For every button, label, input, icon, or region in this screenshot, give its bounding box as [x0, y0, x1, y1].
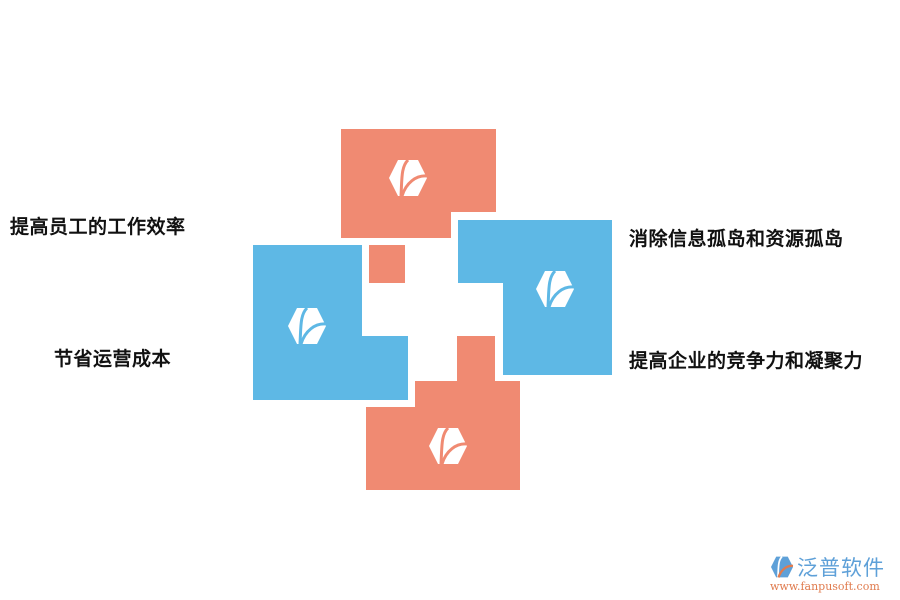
block-bottom-mid	[415, 381, 520, 407]
watermark-url: www.fanpusoft.com	[770, 580, 880, 593]
block-left-extension	[253, 336, 408, 400]
label-improve-competitiveness: 提高企业的竞争力和凝聚力	[629, 350, 864, 372]
block-bottom-tab	[457, 336, 495, 381]
fanpu-hexagon-icon	[429, 427, 468, 465]
block-right-main	[458, 220, 612, 283]
fanpu-hexagon-icon	[288, 307, 327, 345]
block-top-small-square	[369, 245, 405, 283]
watermark-brand: 泛普软件	[797, 556, 885, 580]
label-save-operating-costs: 节省运营成本	[54, 348, 172, 370]
fanpu-hexagon-icon	[389, 159, 428, 197]
watermark-logo: 泛普软件 www.fanpusoft.com	[770, 552, 895, 596]
label-eliminate-information-silos: 消除信息孤岛和资源孤岛	[629, 228, 844, 250]
fanpu-hexagon-icon	[536, 270, 575, 308]
label-improve-employee-efficiency: 提高员工的工作效率	[10, 216, 186, 238]
block-top-extension	[341, 212, 451, 238]
fanpu-logo-icon	[771, 556, 794, 578]
